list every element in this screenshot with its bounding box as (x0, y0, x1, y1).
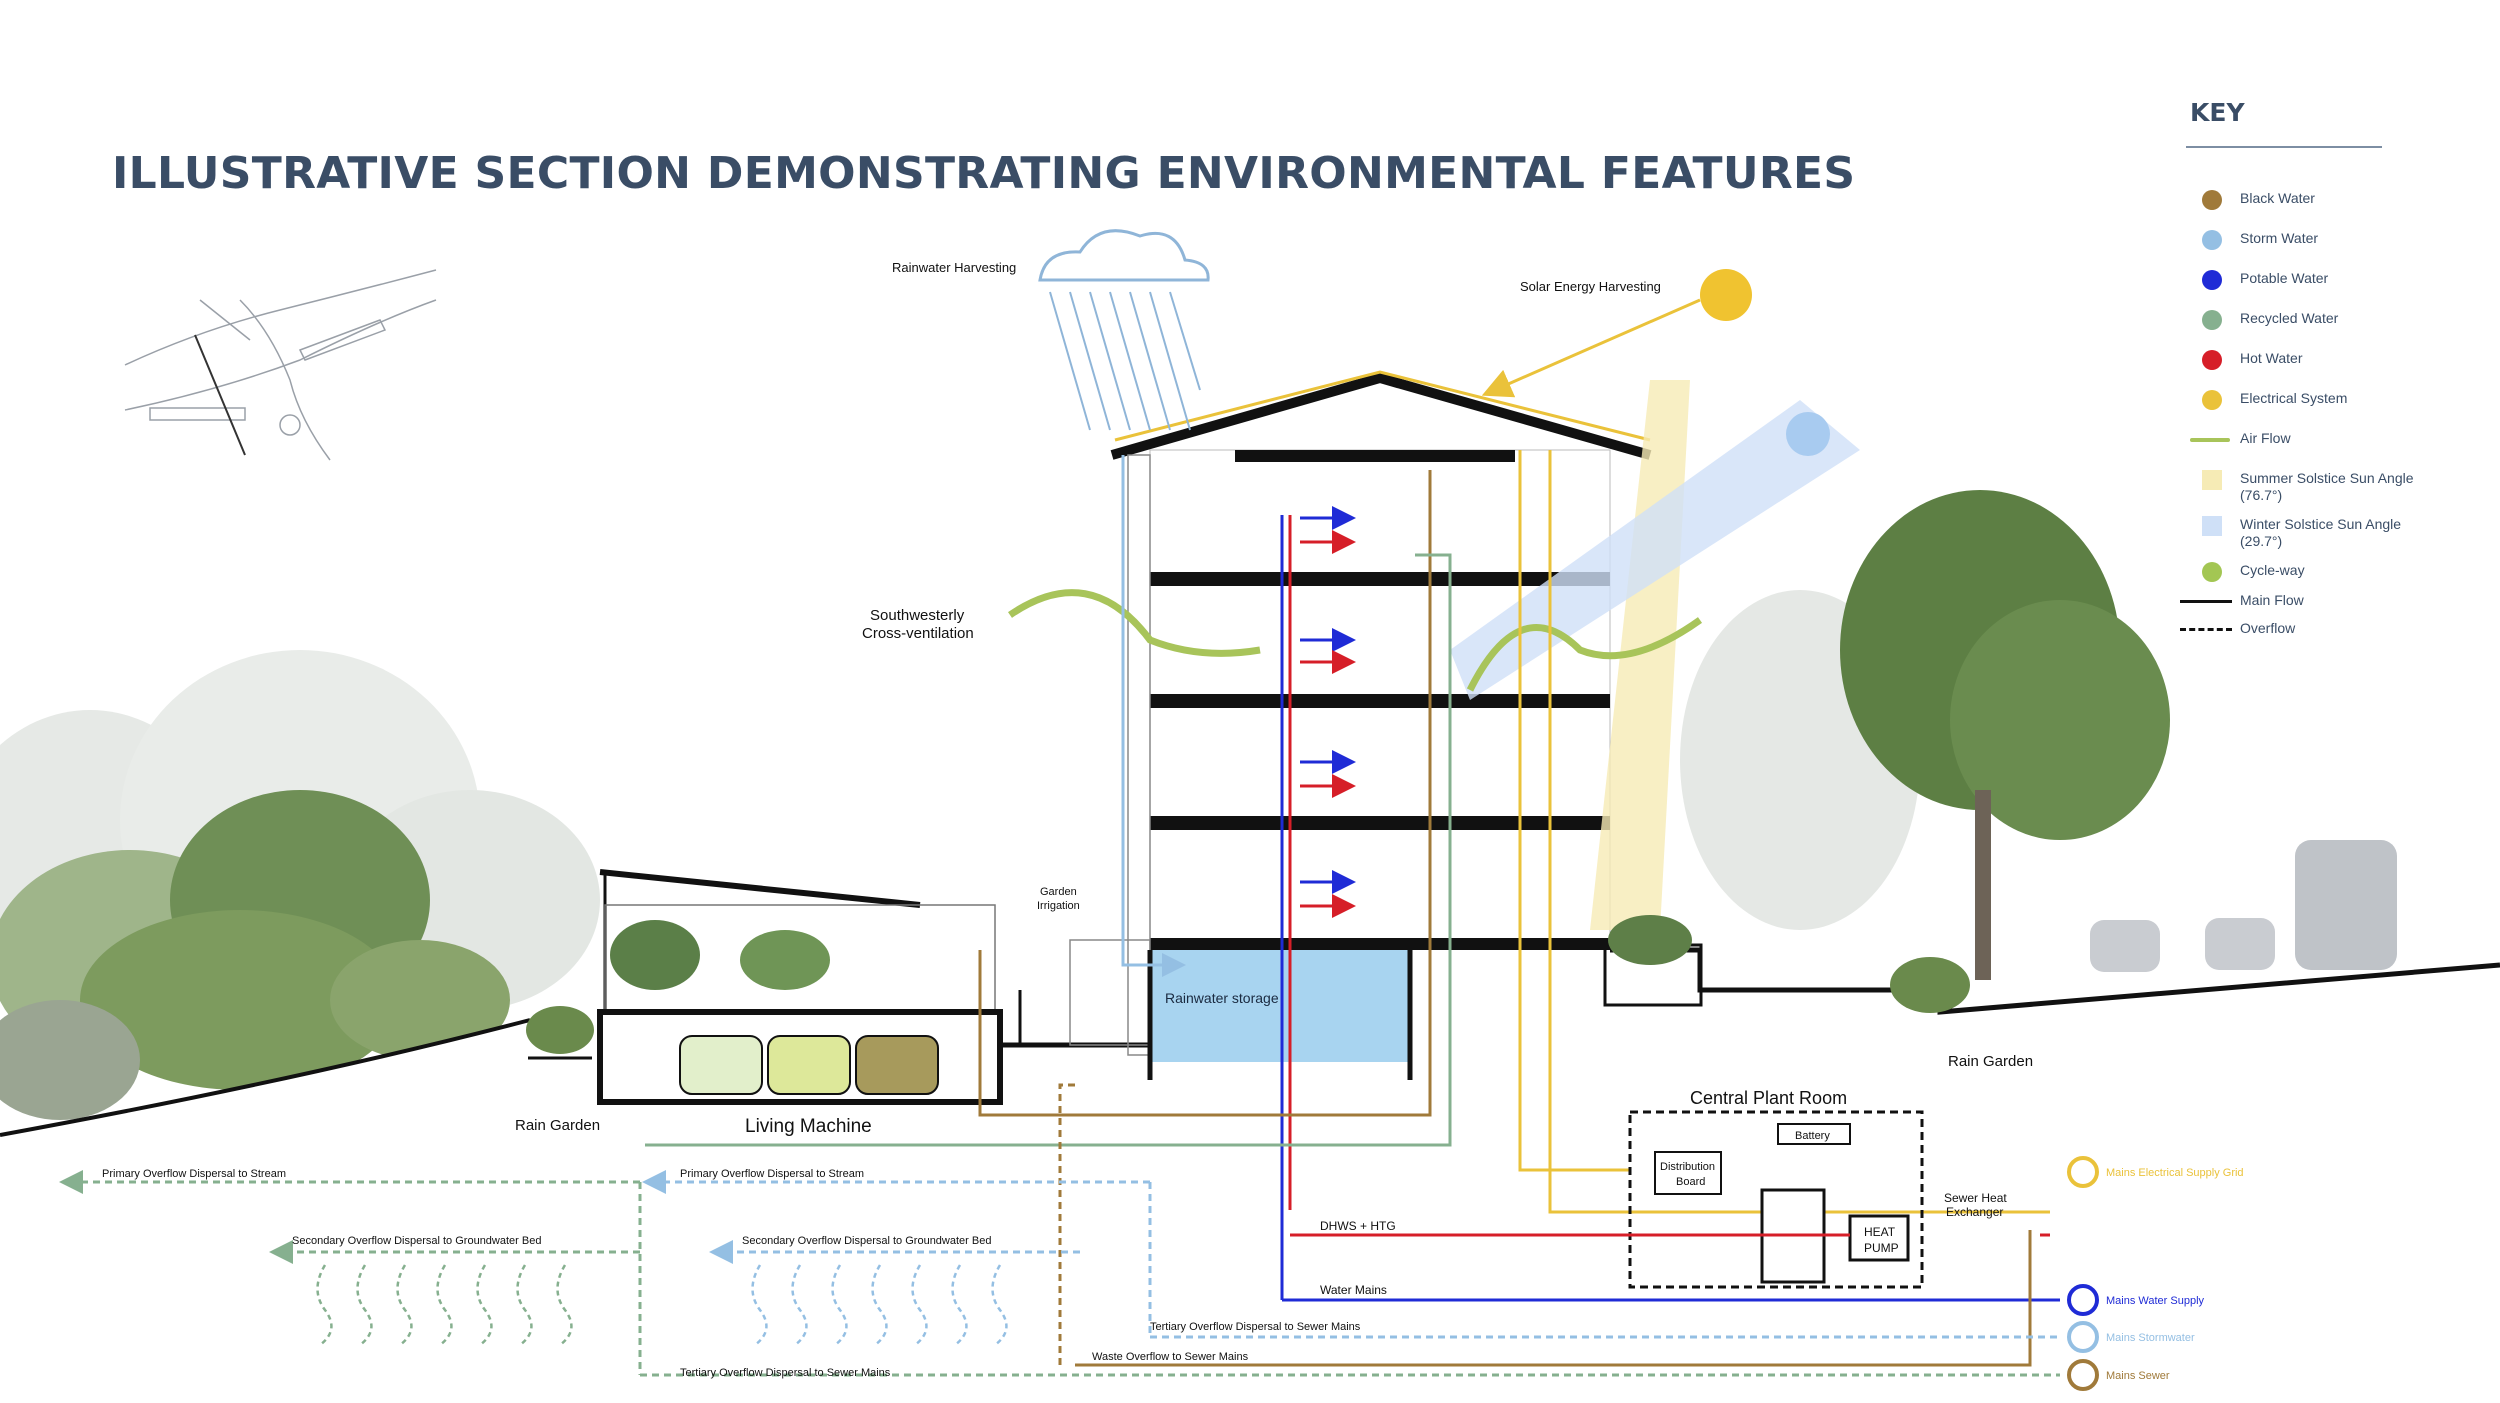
svg-text:Rain Garden: Rain Garden (515, 1117, 600, 1134)
legend-label: Winter Solstice Sun Angle (29.7°) (2240, 516, 2402, 549)
svg-text:Secondary Overflow Dispersal t: Secondary Overflow Dispersal to Groundwa… (292, 1235, 541, 1247)
svg-text:Tertiary Overflow Dispersal to: Tertiary Overflow Dispersal to Sewer Mai… (1150, 1321, 1361, 1333)
legend-label: Cycle-way (2240, 562, 2305, 578)
svg-text:Water Mains: Water Mains (1320, 1283, 1387, 1297)
mains-connections (2067, 1156, 2099, 1391)
legend-item: Hot Water (2180, 346, 2480, 386)
page-title: ILLUSTRATIVE SECTION DEMONSTRATING ENVIR… (112, 148, 1856, 199)
legend-label: Overflow (2240, 620, 2296, 636)
main-flow-line-icon (2180, 600, 2232, 603)
meter-group (645, 450, 2050, 1300)
svg-text:Mains Sewer: Mains Sewer (2106, 1370, 2170, 1382)
svg-text:Board: Board (1676, 1176, 1705, 1188)
svg-text:DHWS + HTG: DHWS + HTG (1320, 1219, 1396, 1233)
legend-label: Storm Water (2240, 230, 2319, 246)
svg-text:Mains Stormwater: Mains Stormwater (2106, 1332, 2195, 1344)
svg-text:Garden: Garden (1040, 886, 1077, 898)
svg-text:Solar Energy Harvesting: Solar Energy Harvesting (1520, 279, 1661, 294)
legend-item: Air Flow (2180, 426, 2480, 466)
legend-item: Cycle-way (2180, 558, 2480, 588)
key-heading: KEY (2190, 98, 2245, 127)
svg-text:Primary Overflow Dispersal to: Primary Overflow Dispersal to Stream (680, 1168, 864, 1180)
svg-text:Exchanger: Exchanger (1946, 1205, 2003, 1219)
legend-label: Air Flow (2240, 430, 2291, 446)
ground-left (0, 1020, 600, 1140)
hot-water-swatch (2202, 350, 2222, 370)
legend-item: Potable Water (2180, 266, 2480, 306)
overflow-line-icon (2180, 628, 2232, 631)
svg-text:Central Plant Room: Central Plant Room (1690, 1088, 1847, 1108)
legend-item: Winter Solstice Sun Angle (29.7°) (2180, 512, 2480, 558)
svg-text:Battery: Battery (1795, 1130, 1830, 1142)
legend-item: Main Flow (2180, 588, 2480, 616)
legend: Black Water Storm Water Potable Water Re… (2180, 186, 2480, 644)
svg-text:Cross-ventilation: Cross-ventilation (862, 625, 974, 642)
supply-lines (640, 1083, 2060, 1377)
legend-item: Summer Solstice Sun Angle (76.7°) (2180, 466, 2480, 512)
legend-label: Summer Solstice Sun Angle (76.7°) (2240, 470, 2414, 503)
left-vegetation (0, 650, 600, 1120)
legend-label: Recycled Water (2240, 310, 2339, 326)
svg-text:Tertiary Overflow Dispersal to: Tertiary Overflow Dispersal to Sewer Mai… (680, 1367, 891, 1379)
potable-water-swatch (2202, 270, 2222, 290)
svg-text:Rainwater Harvesting: Rainwater Harvesting (892, 260, 1016, 275)
winter-sun-swatch (2202, 516, 2222, 536)
overflow-lines (59, 1170, 1152, 1375)
svg-text:Waste Overflow to Sewer Mains: Waste Overflow to Sewer Mains (1092, 1351, 1249, 1363)
summer-sun-swatch (2202, 470, 2222, 490)
legend-item: Recycled Water (2180, 306, 2480, 346)
central-plant-room: Central Plant Room Battery Distribution … (1628, 1088, 2007, 1289)
air-flow-icon (2190, 438, 2230, 442)
black-water-swatch (2202, 190, 2222, 210)
legend-item: Black Water (2180, 186, 2480, 226)
legend-label: Hot Water (2240, 350, 2303, 366)
legend-item: Electrical System (2180, 386, 2480, 426)
site-plan-inset (124, 269, 437, 461)
svg-text:Mains Electrical Supply Grid: Mains Electrical Supply Grid (2106, 1167, 2244, 1179)
living-machine-building (597, 869, 1151, 1105)
svg-text:Southwesterly: Southwesterly (870, 607, 965, 624)
groundwater-dispersal (316, 1264, 1008, 1346)
electrical-system-swatch (2202, 390, 2222, 410)
key-divider (2186, 146, 2382, 148)
legend-label: Main Flow (2240, 592, 2304, 608)
svg-text:Rain Garden: Rain Garden (1948, 1053, 2033, 1070)
legend-label: Potable Water (2240, 270, 2329, 286)
storm-water-swatch (2202, 230, 2222, 250)
svg-text:Mains Water Supply: Mains Water Supply (2106, 1295, 2205, 1307)
legend-item: Overflow (2180, 616, 2480, 644)
svg-text:Secondary Overflow Dispersal t: Secondary Overflow Dispersal to Groundwa… (742, 1235, 991, 1247)
legend-label: Electrical System (2240, 390, 2348, 406)
legend-item: Storm Water (2180, 226, 2480, 266)
rain-garden-left (526, 1006, 594, 1060)
svg-text:Living Machine: Living Machine (745, 1116, 872, 1137)
svg-text:HEAT: HEAT (1864, 1225, 1896, 1239)
main-building: Rainwater storage (1110, 370, 1652, 1080)
diagram-labels: Rainwater Harvesting Solar Energy Harves… (102, 260, 2244, 1382)
right-landscape (1603, 490, 2500, 1015)
svg-text:Distribution: Distribution (1660, 1161, 1715, 1173)
legend-label: Black Water (2240, 190, 2315, 206)
svg-text:Primary Overflow Dispersal to: Primary Overflow Dispersal to Stream (102, 1168, 286, 1180)
recycled-water-swatch (2202, 310, 2222, 330)
cycle-way-swatch (2202, 562, 2222, 582)
rain-cloud-icon (1038, 229, 1210, 431)
svg-text:PUMP: PUMP (1864, 1241, 1899, 1255)
svg-text:Sewer Heat: Sewer Heat (1944, 1191, 2007, 1205)
air-flow-arrows (1008, 589, 1703, 692)
svg-text:Rainwater storage: Rainwater storage (1165, 990, 1279, 1006)
sun-icon (1450, 269, 1860, 930)
svg-text:Irrigation: Irrigation (1037, 900, 1080, 912)
